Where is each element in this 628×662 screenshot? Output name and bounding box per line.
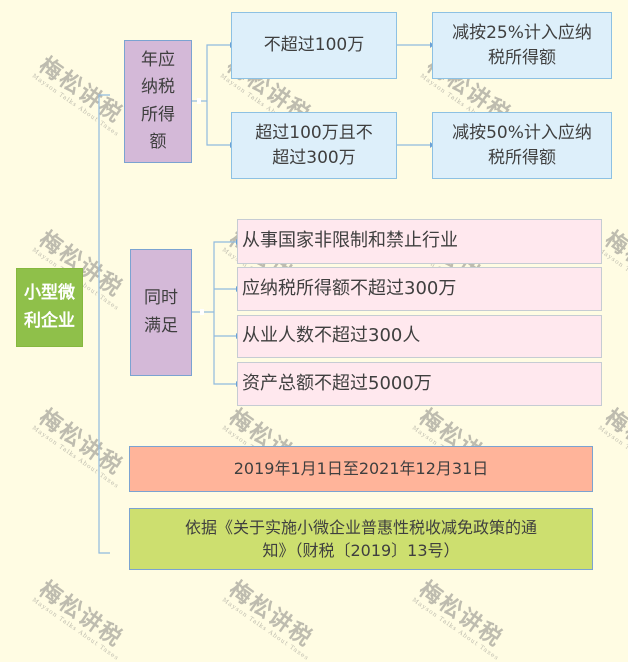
node-tier-1m-to-3m[interactable]: 超过100万且不 超过300万 <box>231 112 397 179</box>
result-line2: 税所得额 <box>488 147 556 168</box>
basis-line2: 知》（财税〔2019〕13号） <box>262 541 460 560</box>
node-label-line: 纳税 <box>141 77 175 98</box>
basis-line1: 依据《关于实施小微企业普惠性税收减免政策的通 <box>184 517 537 537</box>
tier-condition-line2: 超过300万 <box>272 147 356 168</box>
node-legal-basis[interactable]: 依据《关于实施小微企业普惠性税收减免政策的通 知》（财税〔2019〕13号） <box>129 508 593 570</box>
result-line1: 减按25%计入应纳 <box>452 22 592 43</box>
tier-condition-line1: 超过100万且不 <box>255 122 373 143</box>
node-result-50-percent[interactable]: 减按50%计入应纳 税所得额 <box>432 112 612 179</box>
result-line2: 税所得额 <box>488 47 556 68</box>
node-label-line: 年应 <box>141 50 175 71</box>
root-node-small-micro-enterprise[interactable]: 小型微 利企业 <box>16 268 83 347</box>
node-label-line2: 满足 <box>144 315 178 336</box>
period-text: 2019年1月1日至2021年12月31日 <box>233 459 489 479</box>
node-label-line: 所得 <box>141 104 175 125</box>
node-result-25-percent[interactable]: 减按25%计入应纳 税所得额 <box>432 12 612 79</box>
condition-item-total-assets[interactable]: 资产总额不超过5000万 <box>237 362 602 406</box>
node-label-line: 额 <box>149 131 167 152</box>
condition-text: 应纳税所得额不超过300万 <box>242 277 457 299</box>
node-effective-period[interactable]: 2019年1月1日至2021年12月31日 <box>129 446 593 492</box>
tier-condition: 不超过100万 <box>263 35 365 56</box>
node-label-line1: 同时 <box>144 288 178 309</box>
node-annual-taxable-income[interactable]: 年应 纳税 所得 额 <box>124 40 192 163</box>
condition-text: 从业人数不超过300人 <box>242 325 421 347</box>
root-label-line2: 利企业 <box>24 310 75 331</box>
result-line1: 减按50%计入应纳 <box>452 122 592 143</box>
node-tier-under-1m[interactable]: 不超过100万 <box>231 12 397 79</box>
condition-text: 从事国家非限制和禁止行业 <box>242 230 458 252</box>
condition-item-taxable-income[interactable]: 应纳税所得额不超过300万 <box>237 267 602 311</box>
node-all-conditions-met[interactable]: 同时 满足 <box>130 249 192 376</box>
condition-text: 资产总额不超过5000万 <box>242 372 432 394</box>
root-label-line1: 小型微 <box>24 283 75 304</box>
condition-item-industry[interactable]: 从事国家非限制和禁止行业 <box>237 219 602 264</box>
condition-item-employees[interactable]: 从业人数不超过300人 <box>237 315 602 358</box>
